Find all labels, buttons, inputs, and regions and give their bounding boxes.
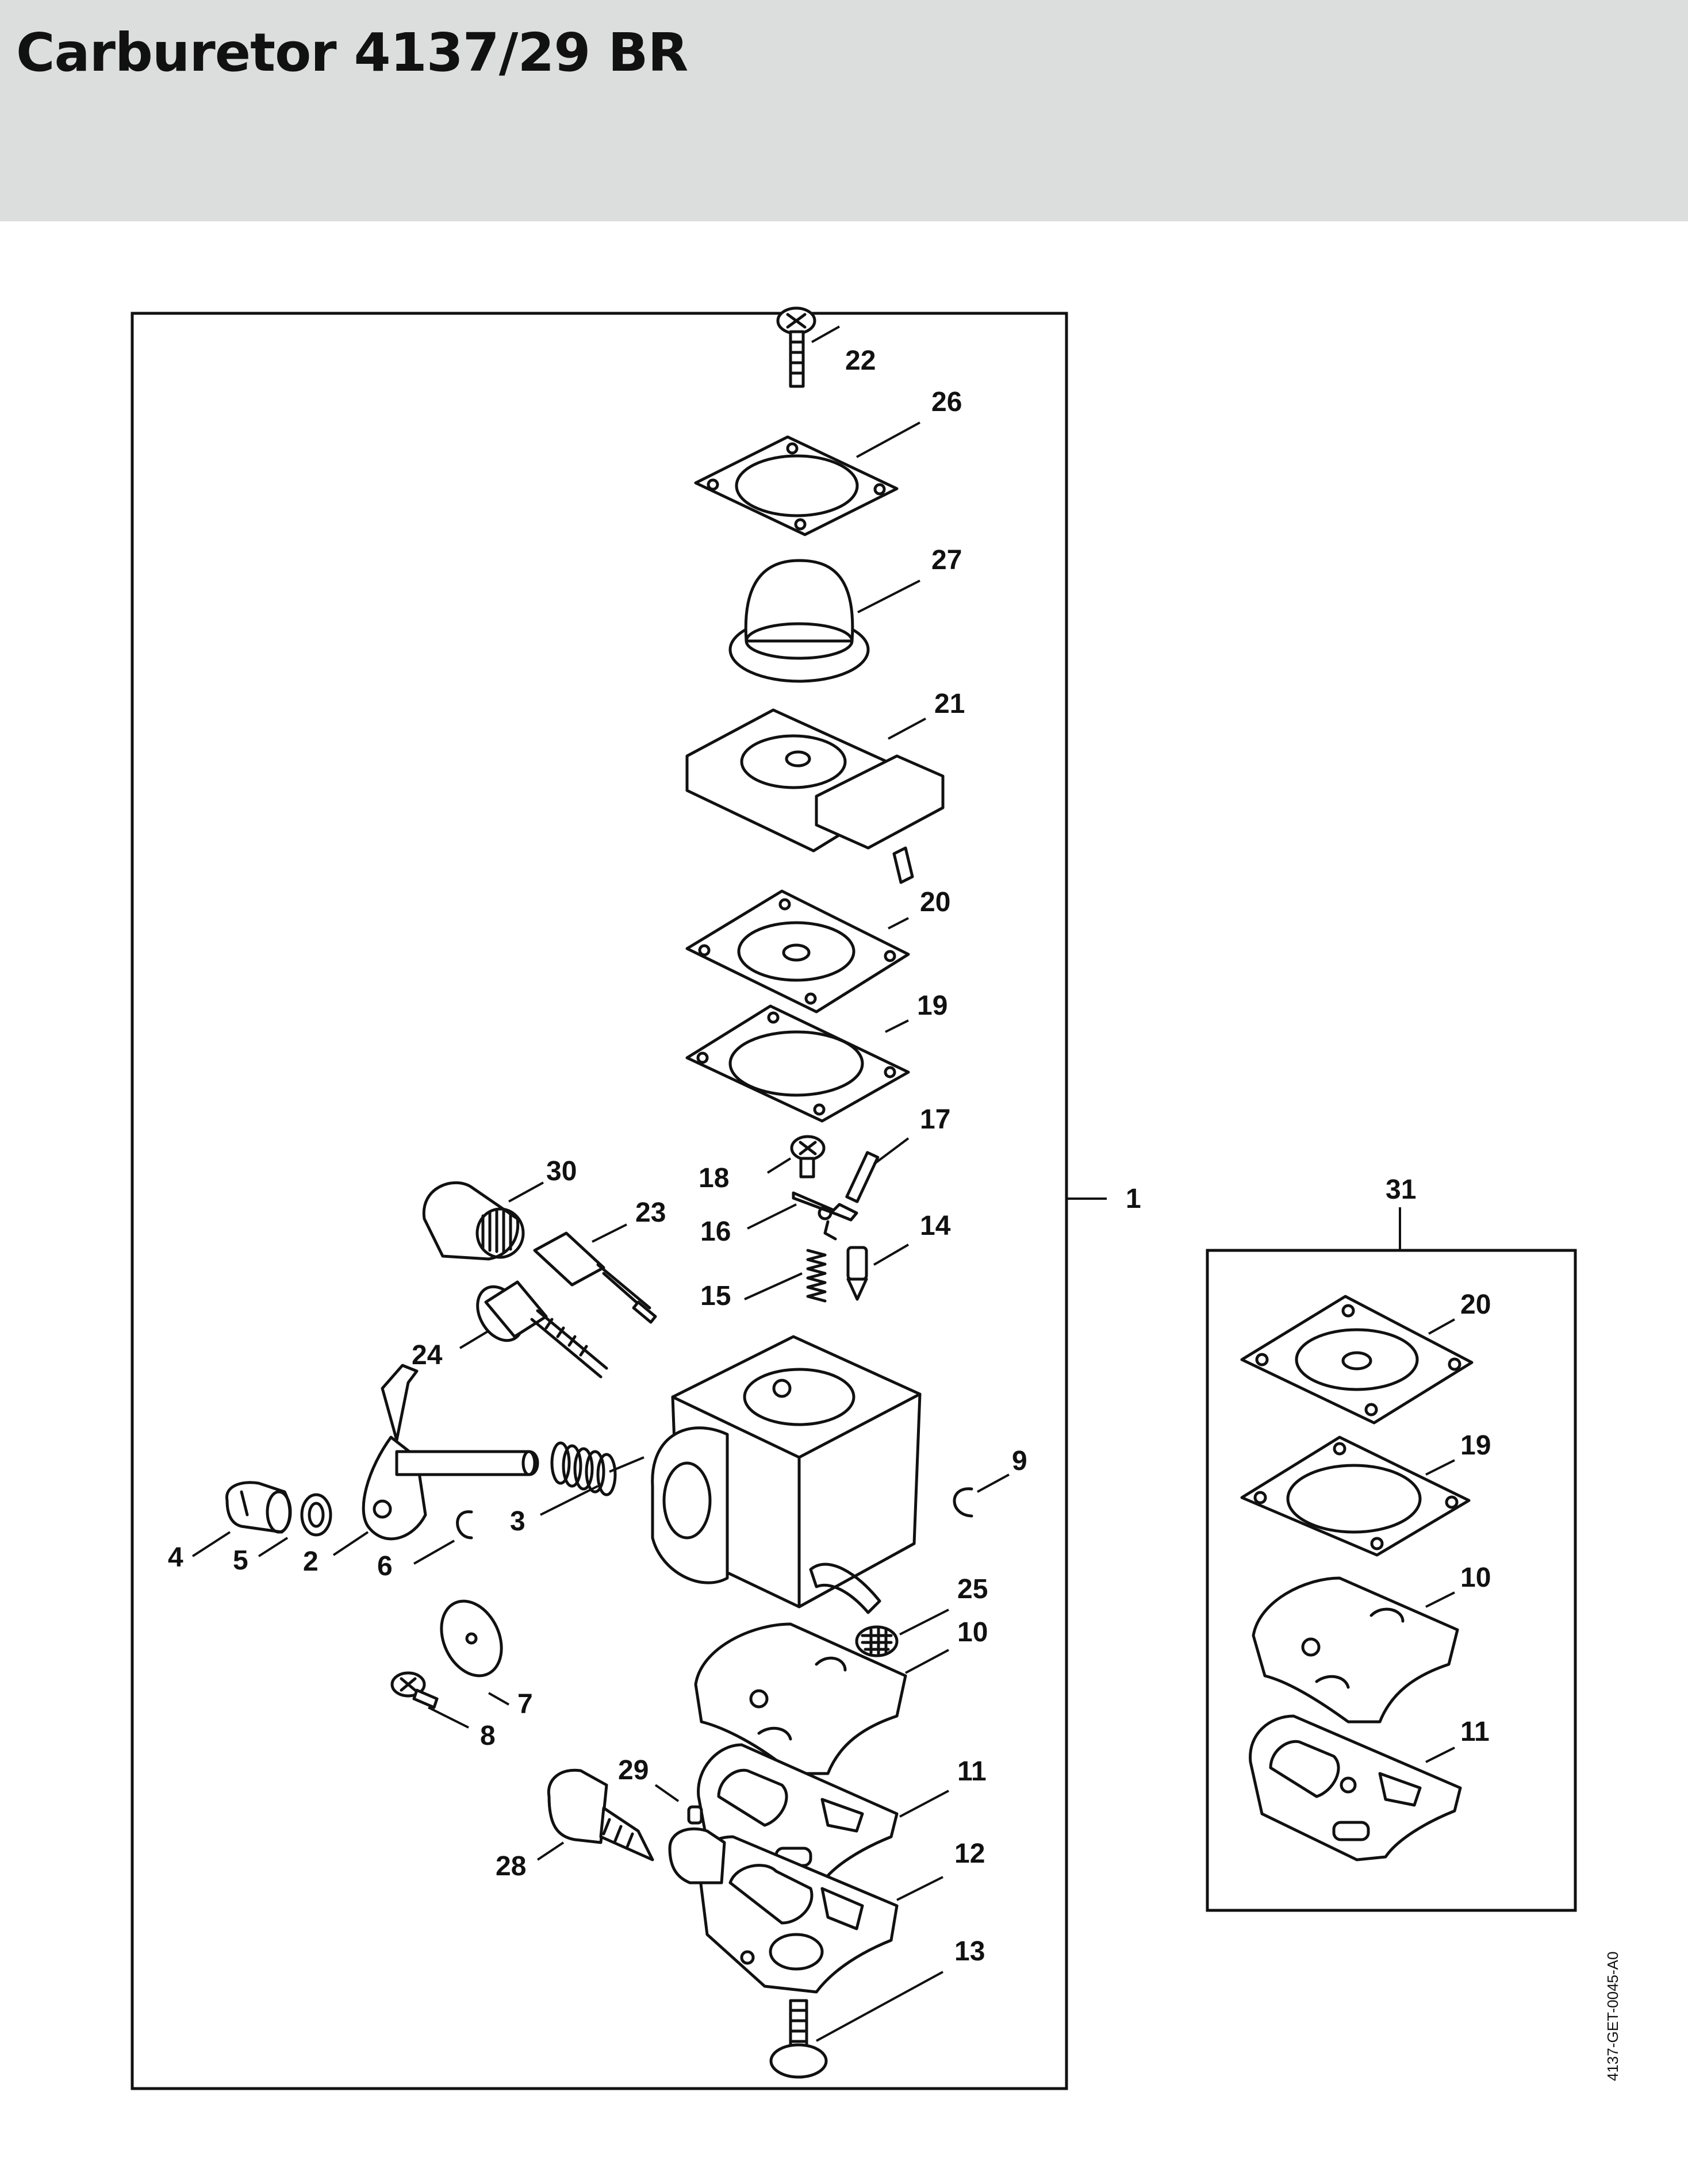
part-14-inlet-needle xyxy=(846,1246,868,1301)
part-3-torsion-spring xyxy=(550,1441,617,1496)
kit-part-20-diaphragm xyxy=(1240,1295,1474,1425)
part-20-diaphragm xyxy=(685,889,910,1014)
part-12-metering-cover xyxy=(668,1827,899,1994)
part-30-limiter-cap xyxy=(422,1181,525,1261)
label-26: 26 xyxy=(931,387,962,417)
label-20: 20 xyxy=(920,887,950,918)
label-9: 9 xyxy=(1012,1446,1027,1476)
kit-part-10-metering-diaphragm xyxy=(1252,1576,1459,1724)
label-28: 28 xyxy=(496,1851,526,1882)
label-25: 25 xyxy=(957,1574,988,1605)
label-29: 29 xyxy=(618,1755,649,1786)
assembly-frame xyxy=(131,312,1068,2090)
label-30: 30 xyxy=(546,1156,577,1187)
part-22-screw xyxy=(776,306,816,388)
label-15: 15 xyxy=(700,1281,731,1311)
label-13: 13 xyxy=(954,1936,985,1967)
label-10: 10 xyxy=(957,1617,988,1648)
kit-frame xyxy=(1206,1249,1577,1912)
label-21: 21 xyxy=(934,689,965,719)
part-21-pump-cover xyxy=(685,708,945,884)
label-6: 6 xyxy=(377,1551,393,1582)
label-27: 27 xyxy=(931,545,962,575)
part-4-choke-knob xyxy=(225,1481,292,1534)
label-12: 12 xyxy=(954,1838,985,1869)
part-16-lever xyxy=(792,1191,858,1241)
label-11: 11 xyxy=(957,1756,987,1787)
part-13-screw xyxy=(769,1999,828,2079)
part-17-pin xyxy=(845,1151,880,1203)
kit-label: 31 xyxy=(1386,1174,1416,1205)
diagram-canvas: 1 31 22 26 27 xyxy=(131,306,1577,2090)
part-25-strainer xyxy=(855,1625,899,1657)
page-title: Carburetor 4137/29 BR xyxy=(16,22,688,83)
part-29-check-valve xyxy=(687,1805,703,1825)
kit-label-19: 19 xyxy=(1460,1430,1491,1461)
label-18: 18 xyxy=(699,1163,729,1193)
part-18-screw xyxy=(790,1135,826,1179)
label-19: 19 xyxy=(917,991,947,1021)
part-7-throttle-plate xyxy=(440,1599,503,1678)
kit-label-20: 20 xyxy=(1460,1289,1491,1320)
label-24: 24 xyxy=(412,1340,443,1371)
kit-part-11-gasket xyxy=(1249,1714,1462,1861)
part-5-washer xyxy=(300,1493,332,1537)
part-9-circlip xyxy=(953,1487,973,1518)
part-15-spring xyxy=(806,1249,827,1303)
label-23: 23 xyxy=(635,1197,666,1228)
part-throttle-shaft xyxy=(362,1364,539,1541)
part-8-screw xyxy=(390,1671,439,1709)
part-10-metering-diaphragm xyxy=(694,1622,907,1775)
part-28-fuel-pickup xyxy=(547,1768,654,1861)
part-26-gasket xyxy=(694,435,899,536)
label-4: 4 xyxy=(168,1542,183,1573)
label-22: 22 xyxy=(845,346,876,376)
kit-label-10: 10 xyxy=(1460,1563,1491,1593)
label-5: 5 xyxy=(233,1545,248,1576)
label-17: 17 xyxy=(920,1104,950,1135)
part-19-gasket xyxy=(685,1004,910,1123)
kit-part-19-gasket xyxy=(1240,1435,1471,1557)
part-24-low-speed-screw xyxy=(476,1280,608,1379)
exploded-parts-diagram: 1 31 22 26 27 xyxy=(0,221,1688,2184)
part-27-primer-bulb xyxy=(728,559,870,683)
label-16: 16 xyxy=(700,1216,731,1247)
part-6-e-clip xyxy=(456,1510,473,1540)
assembly-label: 1 xyxy=(1126,1184,1141,1214)
label-3: 3 xyxy=(510,1506,525,1537)
label-8: 8 xyxy=(480,1721,496,1751)
label-14: 14 xyxy=(920,1211,951,1241)
page-header: Carburetor 4137/29 BR xyxy=(0,0,1688,221)
document-code: 4137-GET-0045-A0 xyxy=(1604,1951,1621,2081)
label-7: 7 xyxy=(517,1689,533,1719)
part-23-high-speed-screw xyxy=(533,1231,657,1324)
label-2: 2 xyxy=(303,1546,319,1577)
kit-label-11: 11 xyxy=(1460,1717,1490,1747)
carburetor-body xyxy=(651,1335,922,1614)
